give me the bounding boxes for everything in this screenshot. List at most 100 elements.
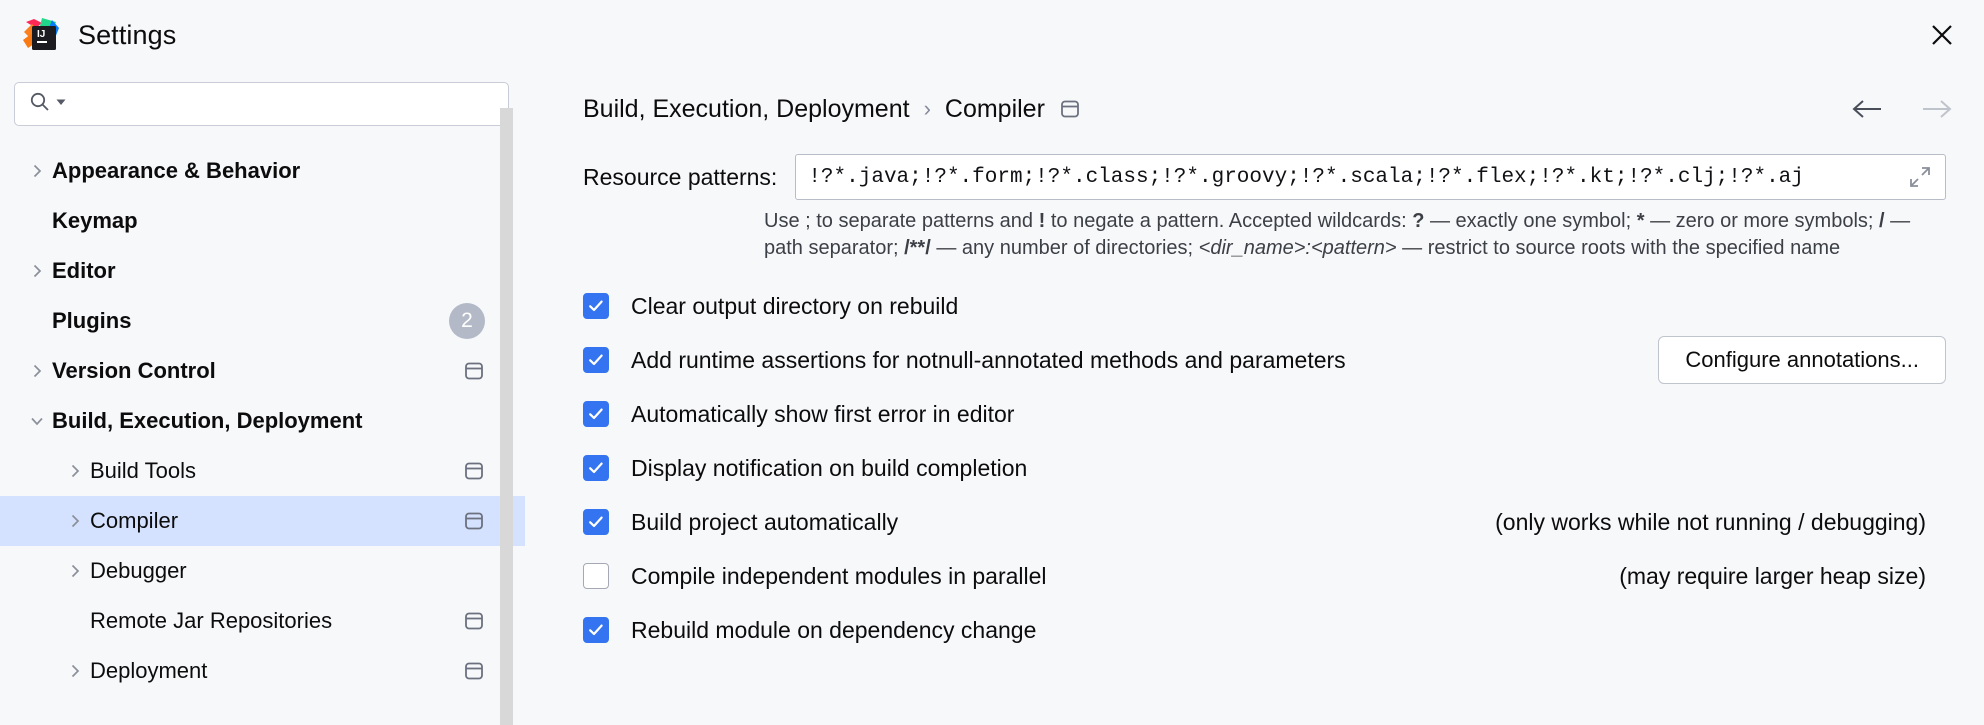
chevron-right-icon[interactable]: [22, 262, 52, 280]
close-icon[interactable]: [1920, 13, 1964, 57]
sidebar-item-label: Version Control: [52, 358, 216, 383]
option-label[interactable]: Display notification on build completion: [631, 454, 1028, 481]
checkbox[interactable]: [583, 401, 609, 428]
option-row: Build project automatically (only works w…: [583, 495, 1946, 549]
arrow-right-icon[interactable]: [1918, 94, 1954, 124]
option-hint: (may require larger heap size): [1619, 562, 1926, 589]
sidebar-item-label: Build, Execution, Deployment: [52, 408, 363, 433]
project-scope-icon: [463, 511, 485, 531]
sidebar-item-remote-jar-repositories[interactable]: Remote Jar Repositories: [0, 596, 525, 646]
project-scope-icon: [463, 461, 485, 481]
help-part-2: to negate a pattern. Accepted wildcards:: [1045, 210, 1413, 232]
option-row: Add runtime assertions for notnull-annot…: [583, 333, 1946, 387]
sidebar-item-build-tools[interactable]: Build Tools: [0, 446, 525, 496]
resource-patterns-field[interactable]: [795, 154, 1946, 200]
option-label[interactable]: Add runtime assertions for notnull-annot…: [631, 346, 1346, 373]
option-label[interactable]: Compile independent modules in parallel: [631, 562, 1047, 589]
chevron-down-icon[interactable]: [55, 95, 67, 113]
help-wildcard-question: ?: [1412, 210, 1425, 232]
configure-annotations-button[interactable]: Configure annotations...: [1658, 336, 1946, 385]
settings-main-panel: Build, Execution, Deployment › Compiler: [525, 70, 1984, 725]
chevron-right-icon[interactable]: [60, 462, 90, 480]
sidebar-item-label: Debugger: [90, 558, 187, 583]
chevron-right-icon[interactable]: [22, 162, 52, 180]
help-wildcard-star: *: [1636, 210, 1645, 232]
help-part-3: — exactly one symbol;: [1424, 210, 1637, 232]
sidebar-item-label: Plugins: [52, 308, 132, 333]
sidebar-item-compiler[interactable]: Compiler: [0, 496, 525, 546]
project-scope-icon: [463, 361, 485, 381]
resource-patterns-row: Resource patterns:: [561, 136, 1984, 200]
sidebar-item-label: Deployment: [90, 658, 208, 683]
sidebar-scrollbar[interactable]: [500, 108, 513, 725]
option-row: Display notification on build completion: [583, 441, 1946, 495]
resource-patterns-help: Use ; to separate patterns and ! to nega…: [561, 200, 1984, 261]
search-input[interactable]: [71, 83, 498, 125]
chevron-right-icon[interactable]: [60, 512, 90, 530]
checkbox[interactable]: [583, 293, 609, 320]
search-box[interactable]: [14, 82, 509, 126]
help-wildcard-slash: /: [1879, 210, 1885, 232]
checkbox[interactable]: [583, 563, 609, 590]
option-row: Clear output directory on rebuild: [583, 279, 1946, 333]
help-dir-pattern: <dir_name>:<pattern>: [1198, 236, 1397, 259]
option-label[interactable]: Clear output directory on rebuild: [631, 292, 959, 319]
sidebar-item-label: Compiler: [90, 508, 179, 533]
expand-icon[interactable]: [1903, 164, 1937, 190]
checkbox[interactable]: [583, 455, 609, 482]
checkbox[interactable]: [583, 347, 609, 374]
sidebar-item-label: Appearance & Behavior: [52, 158, 301, 183]
breadcrumb-parent[interactable]: Build, Execution, Deployment: [583, 94, 910, 123]
title-bar: IJ Settings: [0, 0, 1984, 70]
sidebar-item-debugger[interactable]: Debugger: [0, 546, 525, 596]
sidebar-item-keymap[interactable]: Keymap: [0, 196, 525, 246]
help-wildcard-globstar: /**/: [904, 236, 931, 259]
option-hint: (only works while not running / debuggin…: [1495, 508, 1926, 535]
option-row: Compile independent modules in parallel (…: [583, 549, 1946, 603]
breadcrumb: Build, Execution, Deployment › Compiler: [561, 70, 1984, 136]
sidebar-item-badge: 2: [449, 303, 485, 339]
help-bang: !: [1038, 210, 1046, 232]
project-scope-icon: [463, 661, 485, 681]
resource-patterns-label: Resource patterns:: [583, 163, 778, 190]
help-part-5: — path separator;: [764, 210, 1911, 259]
help-part-4: — zero or more symbols;: [1644, 210, 1880, 232]
chevron-right-icon[interactable]: [60, 562, 90, 580]
project-scope-icon: [463, 611, 485, 631]
chevron-down-icon[interactable]: [22, 412, 52, 430]
option-label[interactable]: Automatically show first error in editor: [631, 400, 1015, 427]
sidebar-item-plugins[interactable]: Plugins 2: [0, 296, 525, 346]
checkbox[interactable]: [583, 509, 609, 536]
option-row: Automatically show first error in editor: [583, 387, 1946, 441]
sidebar-item-deployment[interactable]: Deployment: [0, 646, 525, 696]
project-scope-icon: [1059, 99, 1081, 119]
chevron-right-icon[interactable]: [22, 362, 52, 380]
sidebar-item-build-execution-deployment[interactable]: Build, Execution, Deployment: [0, 396, 525, 446]
checkbox[interactable]: [583, 617, 609, 644]
help-part-7: — restrict to source roots with the spec…: [1396, 236, 1841, 259]
sidebar-item-editor[interactable]: Editor: [0, 246, 525, 296]
help-part-1: Use ; to separate patterns and: [764, 210, 1039, 232]
window-title: Settings: [78, 19, 177, 50]
chevron-right-icon[interactable]: [60, 662, 90, 680]
intellij-idea-logo-icon: IJ: [22, 16, 60, 54]
sidebar-item-label: Build Tools: [90, 458, 196, 483]
resource-patterns-input[interactable]: [808, 155, 1903, 199]
sidebar-item-label: Keymap: [52, 208, 138, 233]
search-icon: [29, 91, 51, 118]
help-part-6: — any number of directories;: [930, 236, 1199, 259]
option-row: Rebuild module on dependency change: [583, 603, 1946, 657]
sidebar-item-appearance-behavior[interactable]: Appearance & Behavior: [0, 146, 525, 196]
navigation-arrows: [1850, 94, 1954, 124]
option-label[interactable]: Rebuild module on dependency change: [631, 616, 1037, 643]
arrow-left-icon[interactable]: [1850, 94, 1886, 124]
breadcrumb-separator: ›: [923, 96, 931, 121]
sidebar-item-version-control[interactable]: Version Control: [0, 346, 525, 396]
option-label[interactable]: Build project automatically: [631, 508, 899, 535]
sidebar-item-label: Remote Jar Repositories: [90, 608, 333, 633]
breadcrumb-current: Compiler: [944, 94, 1045, 123]
